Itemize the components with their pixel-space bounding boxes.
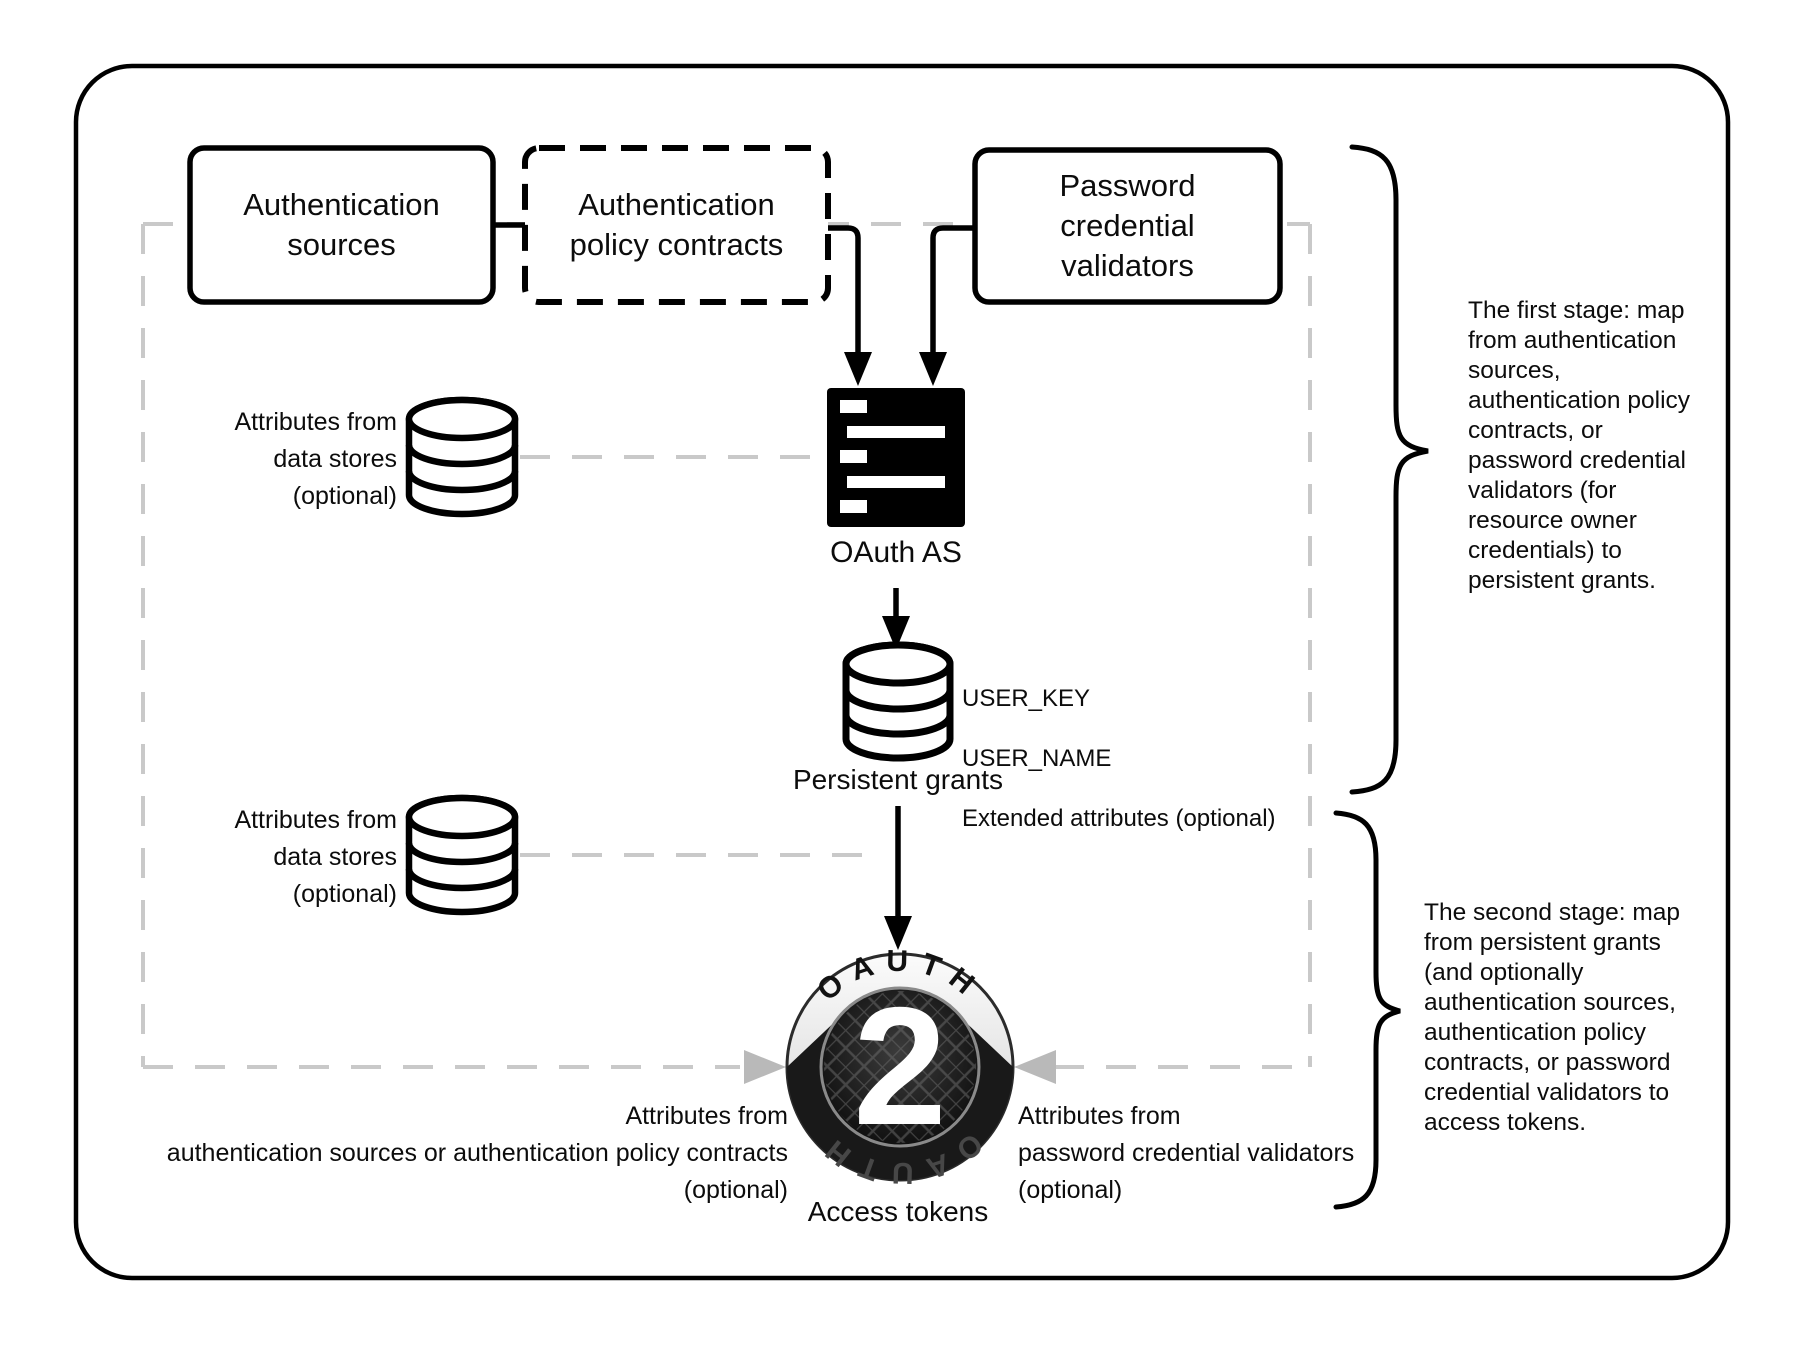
persistent-grants-database-icon bbox=[842, 641, 954, 762]
password-credential-validators-box-label: Password credential validators bbox=[1059, 168, 1196, 283]
arrowhead-into-server-left-icon bbox=[844, 352, 872, 386]
stage-braces bbox=[1333, 144, 1429, 1210]
datastore1-database-icon bbox=[405, 396, 519, 518]
persistent-grants-attributes: USER_KEY USER_NAME Extended attributes (… bbox=[962, 654, 1382, 864]
stage2-note: The second stage: map from persistent gr… bbox=[1424, 899, 1681, 1136]
connector-box3-to-server bbox=[930, 225, 975, 352]
gray-arrowhead-right-icon bbox=[1014, 1050, 1056, 1084]
arrowhead-into-grants-icon bbox=[882, 616, 910, 650]
connector-box2-to-server bbox=[828, 225, 861, 352]
gray-arrowhead-left-icon bbox=[744, 1050, 786, 1084]
oauth-logo-numeral: 2 bbox=[853, 972, 946, 1160]
datastore2-database-icon bbox=[405, 794, 519, 916]
auth-sources-box-label: Authentication sources bbox=[243, 187, 440, 262]
arrowhead-into-server-right-icon bbox=[919, 352, 947, 386]
dashed-region-border bbox=[141, 222, 1312, 1069]
stage1-note: The first stage: map from authentication… bbox=[1468, 297, 1691, 594]
connector-lines bbox=[493, 222, 975, 918]
stage1-brace bbox=[1349, 144, 1429, 795]
auth-policy-contracts-box-label: Authentication policy contracts bbox=[569, 187, 784, 262]
server-icon bbox=[827, 388, 965, 527]
persistent-grants-label: Persistent grants bbox=[792, 764, 1004, 795]
stage2-brace bbox=[1333, 810, 1401, 1210]
arrowhead-into-tokens-icon bbox=[884, 916, 912, 950]
outer-border bbox=[73, 63, 1731, 1281]
attributes-left-label: Attributes from authentication sources o… bbox=[166, 1102, 788, 1204]
oauth-as-label: OAuth AS bbox=[830, 536, 962, 569]
attributes-right-label: Attributes from password credential vali… bbox=[1018, 1102, 1355, 1204]
datastore2-label: Attributes from data stores (optional) bbox=[234, 806, 397, 908]
grant-attr-user-key: USER_KEY bbox=[962, 685, 1091, 712]
oauth2-logo-icon: OAUTH OAUTH 2 bbox=[785, 945, 1015, 1189]
datastore1-label: Attributes from data stores (optional) bbox=[234, 408, 397, 510]
access-tokens-label: Access tokens bbox=[807, 1196, 989, 1227]
grant-attr-extended: Extended attributes (optional) bbox=[962, 805, 1276, 832]
grant-attr-user-name: USER_NAME bbox=[962, 745, 1112, 772]
